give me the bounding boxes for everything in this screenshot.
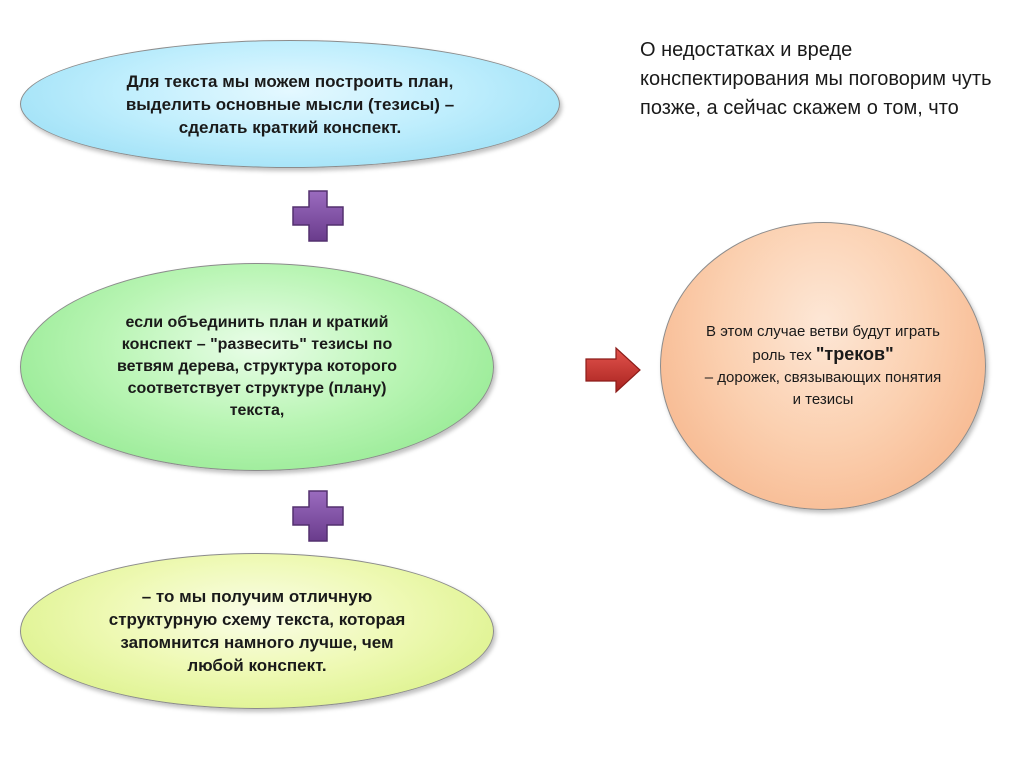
circle-text-part-2: – дорожек, связывающих понятия и тезисы: [704, 369, 942, 408]
circle-tracks-text: В этом случае ветви будут играть роль те…: [701, 321, 945, 411]
circle-tracks: В этом случае ветви будут играть роль те…: [660, 222, 986, 510]
ellipse-result-text: – то мы получим отличную структурную схе…: [108, 587, 406, 675]
plus-icon: [292, 490, 344, 542]
ellipse-combine-text: если объединить план и краткий конспект …: [116, 314, 398, 419]
intro-note: О недостатках и вреде конспектирования м…: [640, 39, 992, 119]
arrow-right-icon: [585, 346, 641, 394]
plus-icon: [292, 190, 344, 242]
ellipse-result: – то мы получим отличную структурную схе…: [20, 553, 494, 709]
ellipse-plan-text: Для текста мы можем построить план, выде…: [125, 71, 455, 137]
ellipse-plan: Для текста мы можем построить план, выде…: [20, 40, 560, 168]
ellipse-combine: если объединить план и краткий конспект …: [20, 263, 494, 471]
circle-text-highlight: "треков": [815, 344, 894, 364]
circle-text-part-1: В этом случае ветви будут играть роль те…: [706, 323, 940, 364]
